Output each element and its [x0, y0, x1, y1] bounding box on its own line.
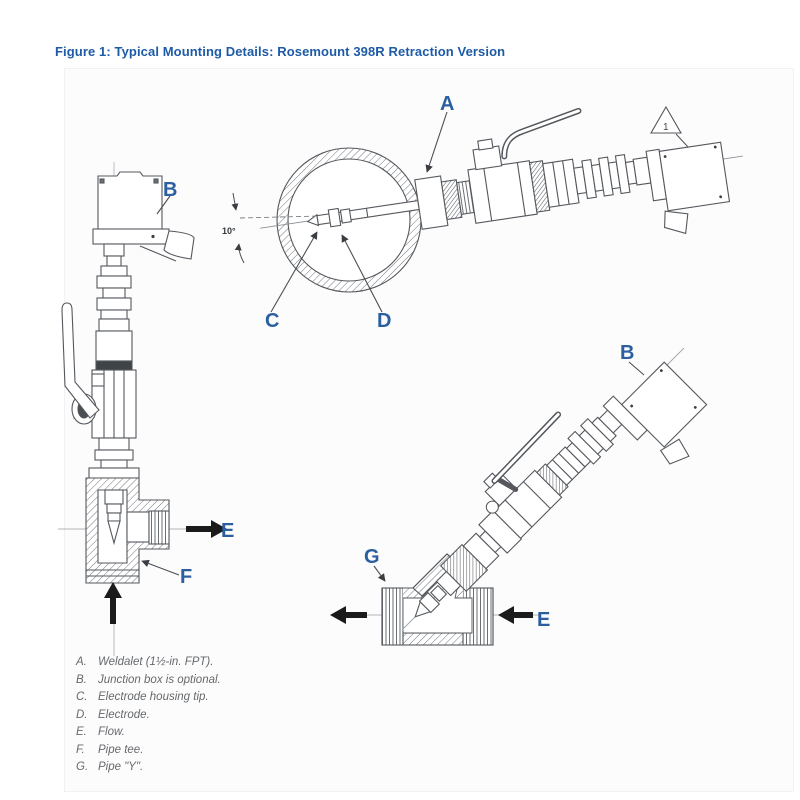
valve-handle [61, 302, 100, 419]
legend-item-e: E. Flow. [76, 724, 221, 742]
y-version-diagram [330, 347, 708, 646]
flow-arrow-in [110, 597, 116, 624]
leader-b-right [628, 361, 645, 376]
label-e-right: E [537, 609, 550, 631]
label-d: D [377, 310, 391, 332]
legend-item-d: D. Electrode. [76, 707, 221, 725]
electrode-tip [107, 520, 121, 546]
leader-d [341, 234, 383, 313]
junction-box [92, 171, 195, 262]
figure-title: Figure 1: Typical Mounting Details: Rose… [55, 44, 506, 59]
retraction-assembly [260, 107, 743, 235]
legend-item-a: A. Weldalet (1½-in. FPT). [76, 654, 221, 672]
flow-arrows-y [330, 606, 533, 624]
legend-item-f: F. Pipe tee. [76, 742, 221, 760]
legend: A. Weldalet (1½-in. FPT). B. Junction bo… [76, 654, 221, 777]
legend-letter: D. [76, 708, 88, 721]
ball-valve-horizontal [467, 107, 582, 224]
pipe-cross-section-diagram [231, 105, 743, 313]
angled-assembly [402, 347, 708, 630]
legend-text: Pipe "Y". [98, 761, 144, 773]
legend-text: Pipe tee. [98, 743, 144, 756]
junction-box-angled [602, 361, 708, 465]
label-a: A [440, 93, 454, 115]
conduit-nuts [95, 243, 133, 371]
angle-annotation [231, 192, 321, 264]
flow-arrow-out-left [345, 612, 367, 618]
legend-letter: G. [76, 761, 89, 773]
legend-text: Electrode. [98, 708, 150, 721]
leader-f [141, 559, 180, 576]
pipe-tee-cross-section [85, 477, 170, 584]
label-b-right: B [620, 342, 634, 364]
legend-item-g: G. Pipe "Y". [76, 759, 221, 777]
legend-text: Electrode housing tip. [98, 691, 209, 703]
flow-arrow-out [186, 526, 211, 532]
legend-letter: E. [76, 726, 87, 738]
flow-arrow-in-right [513, 612, 533, 618]
legend-text: Flow. [98, 726, 125, 738]
leader-g [373, 565, 386, 582]
label-g: G [364, 546, 380, 568]
legend-text: Junction box is optional. [98, 673, 221, 686]
legend-item-c: C. Electrode housing tip. [76, 689, 221, 707]
label-angle: 10° [222, 226, 236, 236]
leader-b-left [156, 195, 171, 215]
legend-item-b: B. Junction box is optional. [76, 672, 221, 690]
tee-version-diagram [58, 162, 227, 656]
ball-valve-angled [483, 411, 563, 540]
ball-valve [61, 302, 140, 479]
legend-letter: C. [76, 691, 88, 703]
legend-letter: B. [76, 673, 87, 686]
label-f: F [180, 566, 192, 588]
junction-box-horizontal [645, 141, 731, 235]
warning-flag [650, 105, 689, 148]
flow-arrows-tee [104, 520, 227, 624]
legend-text: Weldalet (1½-in. FPT). [98, 656, 214, 668]
leader-a [425, 111, 448, 173]
label-b-left: B [163, 179, 177, 201]
leader-c [270, 231, 318, 313]
label-c: C [265, 310, 279, 332]
legend-letter: F. [76, 743, 85, 756]
legend-letter: A. [76, 656, 87, 668]
label-e-left: E [221, 520, 234, 542]
label-warning-1: 1 [663, 122, 669, 133]
